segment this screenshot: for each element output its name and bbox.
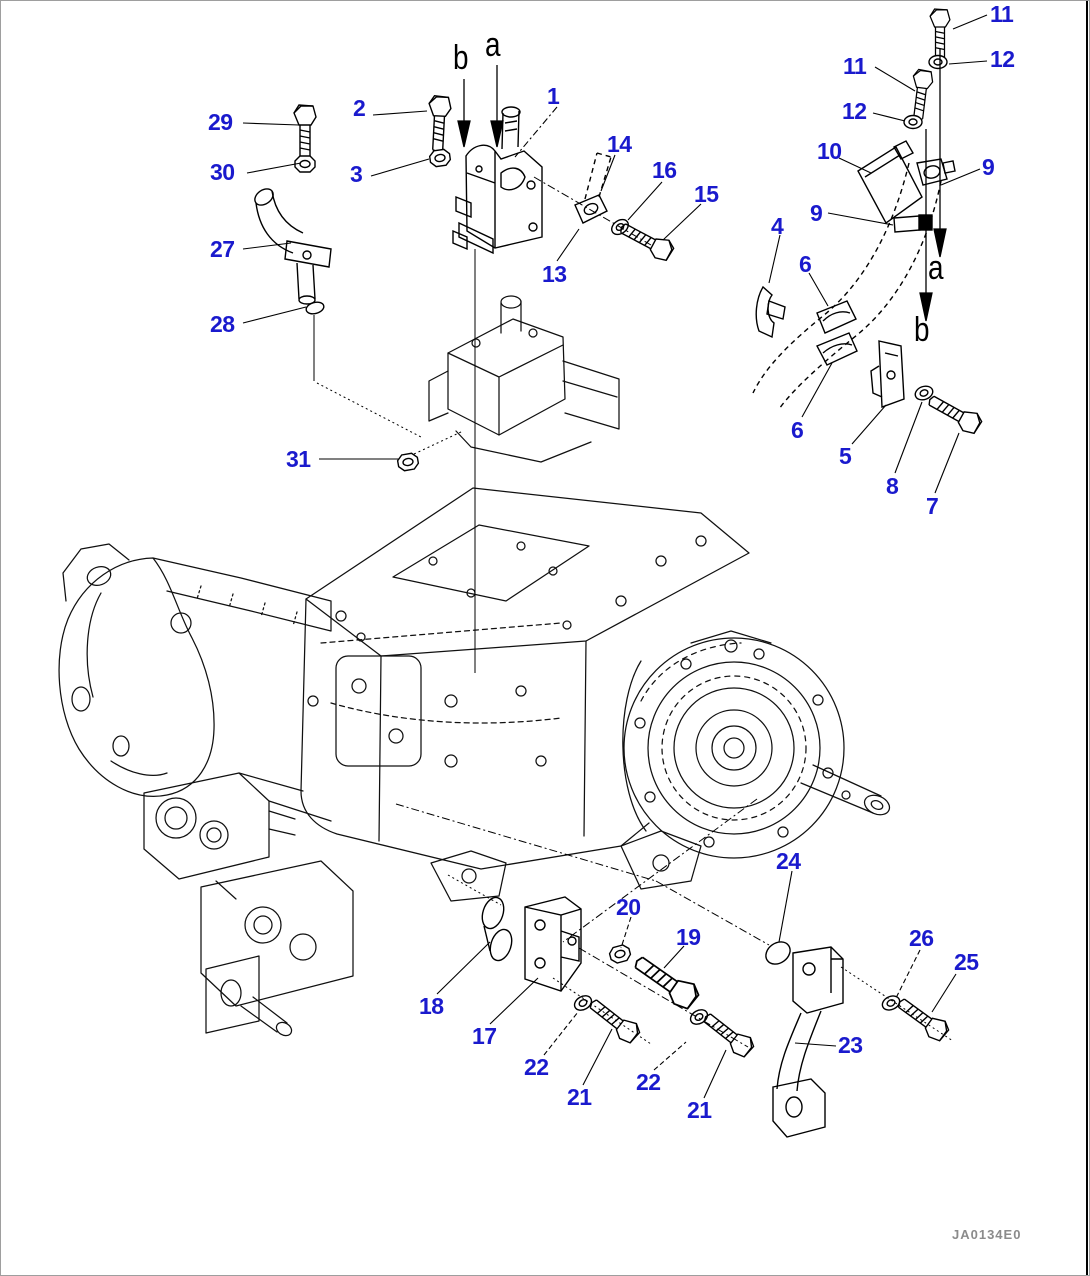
callout-4[interactable]: 4 <box>771 213 784 239</box>
part-28-plug <box>305 301 325 315</box>
part-27-elbow-tube <box>254 188 332 305</box>
callout-11[interactable]: 11 <box>843 53 867 79</box>
callout-11[interactable]: 11 <box>990 1 1014 27</box>
callout-22[interactable]: 22 <box>636 1069 661 1095</box>
callout-21[interactable]: 21 <box>687 1097 712 1123</box>
view-letter-a: a <box>928 249 944 287</box>
callout-26[interactable]: 26 <box>909 925 934 951</box>
construction-lines <box>313 176 954 1048</box>
callout-24[interactable]: 24 <box>776 848 801 874</box>
callout-18[interactable]: 18 <box>419 993 444 1019</box>
callout-23[interactable]: 23 <box>838 1032 863 1058</box>
callout-13[interactable]: 13 <box>542 261 567 287</box>
callout-31[interactable]: 31 <box>286 446 311 472</box>
callout-9[interactable]: 9 <box>982 154 995 180</box>
part-5-bracket <box>870 340 905 408</box>
callout-16[interactable]: 16 <box>652 157 677 183</box>
part-6-clamp-upper <box>816 300 857 334</box>
callout-3[interactable]: 3 <box>350 161 363 187</box>
callout-1[interactable]: 1 <box>547 83 560 109</box>
callout-14[interactable]: 14 <box>607 131 632 157</box>
callout-12[interactable]: 12 <box>990 46 1015 72</box>
part-13-clamp <box>574 152 612 224</box>
hose-hidden-outline <box>752 162 942 410</box>
part-18-shims <box>481 896 513 962</box>
callout-10[interactable]: 10 <box>817 138 842 164</box>
callout-15[interactable]: 15 <box>694 181 719 207</box>
callout-30[interactable]: 30 <box>210 159 235 185</box>
callout-29[interactable]: 29 <box>208 109 233 135</box>
drawing-code: JA0134E0 <box>952 1227 1022 1242</box>
part-4-clamp <box>755 285 786 339</box>
callout-19[interactable]: 19 <box>676 924 701 950</box>
view-letter-b: b <box>453 39 469 77</box>
leader-lines <box>242 14 988 1099</box>
part-17-block <box>524 896 582 992</box>
part-24-ball <box>765 941 791 965</box>
callout-6[interactable]: 6 <box>799 251 812 277</box>
callout-6[interactable]: 6 <box>791 417 804 443</box>
callout-8[interactable]: 8 <box>886 473 899 499</box>
view-letter-a: a <box>485 26 501 64</box>
callout-12[interactable]: 12 <box>842 98 867 124</box>
part-23-tube <box>772 946 844 1138</box>
callout-22[interactable]: 22 <box>524 1054 549 1080</box>
exploded-parts <box>254 8 985 1138</box>
part-1-bracket <box>452 106 543 255</box>
callout-25[interactable]: 25 <box>954 949 979 975</box>
callout-2[interactable]: 2 <box>353 95 366 121</box>
view-letter-b: b <box>914 311 930 349</box>
view-arrows <box>457 49 947 322</box>
part-6-clamp-lower <box>816 332 858 366</box>
callout-9[interactable]: 9 <box>810 200 823 226</box>
callout-7[interactable]: 7 <box>926 493 939 519</box>
main-assembly <box>58 295 891 1037</box>
callout-5[interactable]: 5 <box>839 443 852 469</box>
callout-28[interactable]: 28 <box>210 311 235 337</box>
callout-17[interactable]: 17 <box>472 1023 497 1049</box>
callout-27[interactable]: 27 <box>210 236 235 262</box>
callout-20[interactable]: 20 <box>616 894 641 920</box>
callout-21[interactable]: 21 <box>567 1084 592 1110</box>
frame-right-border <box>1086 1 1088 1275</box>
